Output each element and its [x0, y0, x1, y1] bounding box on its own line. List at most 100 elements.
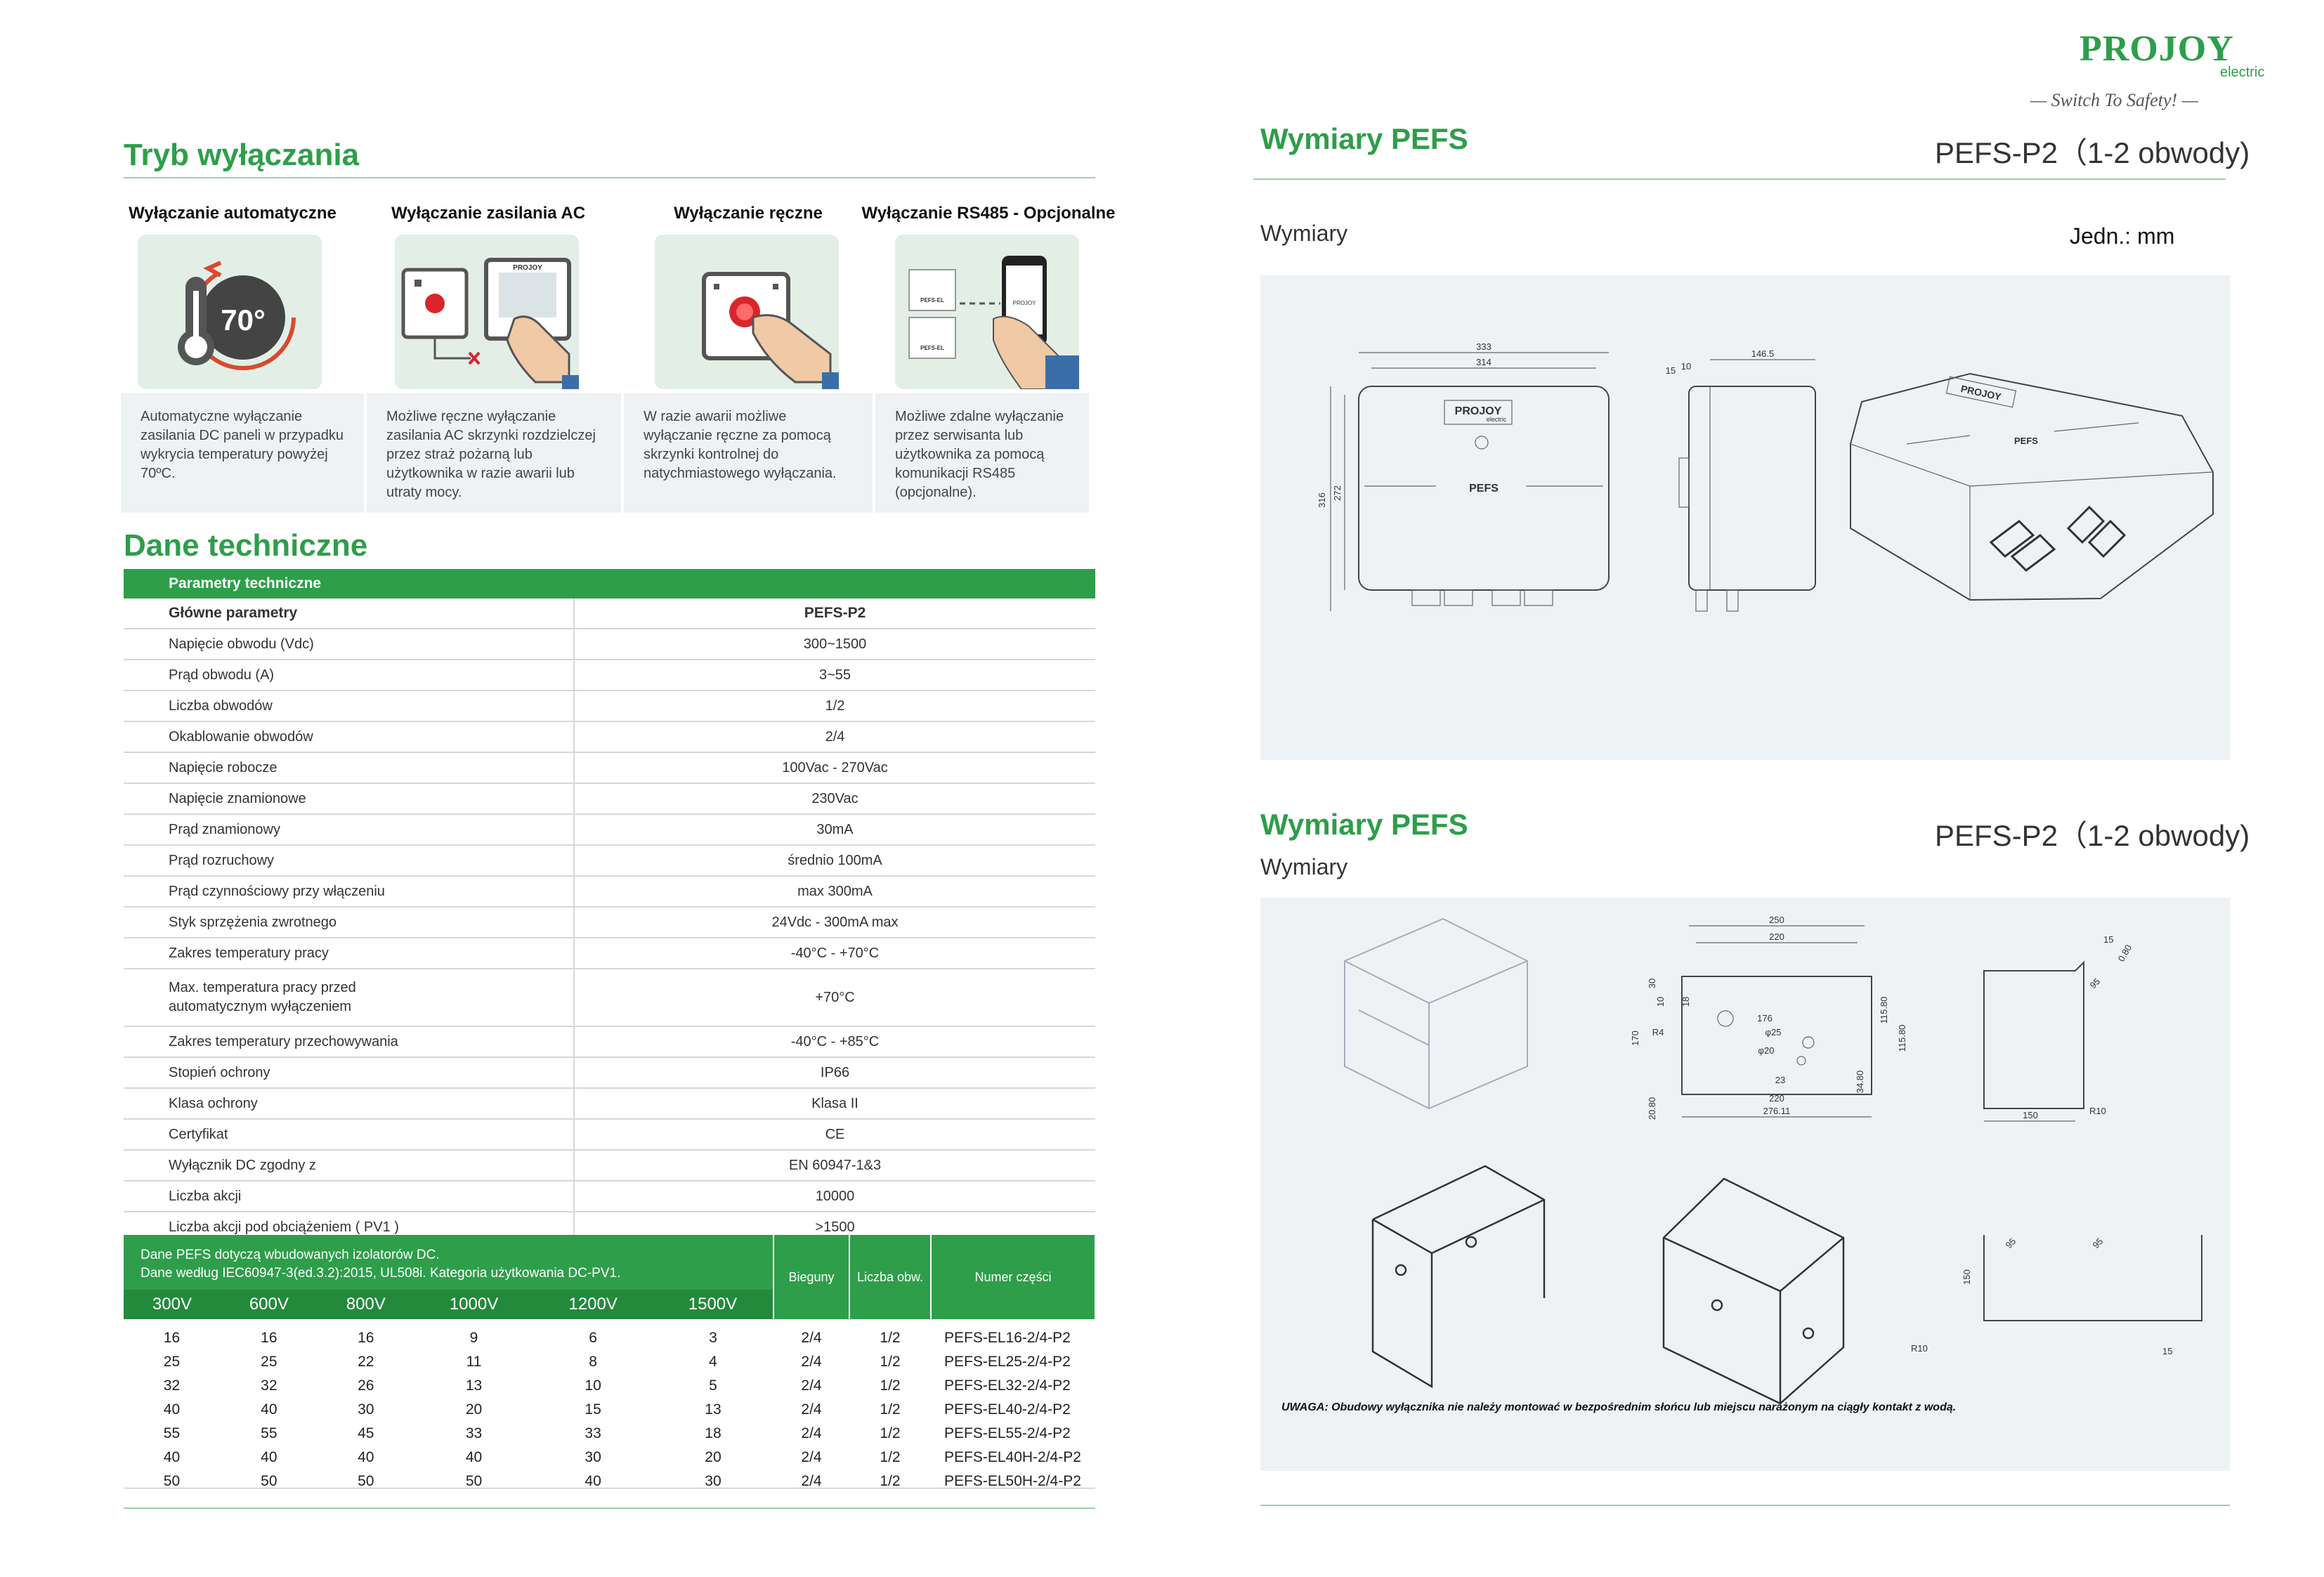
spec-key: Max. temperatura pracy przed automatyczn… [124, 969, 574, 1027]
front-view-outline [1358, 386, 1610, 591]
unit-label: Jedn.: mm [2070, 223, 2175, 249]
spec-value: -40°C - +70°C [573, 938, 1095, 969]
spec-value: średnio 100mA [573, 845, 1095, 877]
parts-cell: 1/2 [849, 1326, 932, 1350]
parts-cell: 20 [652, 1446, 775, 1470]
dim-276-11: 276.11 [1763, 1106, 1791, 1116]
cover-front-view: 250 220 176 30 10 18 R4 φ25 φ20 23 220 2… [1630, 915, 1907, 1120]
spec-value: 1/2 [573, 691, 1095, 722]
spec-key: Styk sprzężenia zwrotnego [124, 907, 574, 938]
spec-key: Okablowanie obwodów [124, 721, 574, 753]
parts-cell: 3 [652, 1326, 775, 1350]
parts-cell: 11 [414, 1350, 535, 1374]
parts-cell: 8 [533, 1350, 653, 1374]
mode-image-rs485: PEFS-EL PEFS-EL PROJOY [895, 235, 1079, 390]
dim-0-80: 0.80 [2116, 943, 2134, 963]
cover-profile-view: 150 95 95 R10 15 [1911, 1235, 2202, 1356]
enclosure-drawing: PROJOY electric PEFS 333 314 316 272 146… [1317, 341, 2214, 612]
parts-cell: 33 [414, 1422, 535, 1446]
dim-220: 220 [1769, 931, 1784, 942]
dim-phi20: φ20 [1758, 1045, 1775, 1056]
mode-title-auto: Wyłączanie automatyczne [129, 204, 337, 223]
brand-sub: electric [2220, 65, 2265, 80]
parts-cell: 32 [124, 1374, 221, 1398]
spec-value: +70°C [573, 969, 1095, 1027]
cover-drawing: 250 220 176 30 10 18 R4 φ25 φ20 23 220 2… [1281, 915, 2202, 1413]
parts-col-liczba: Liczba obw. [849, 1235, 931, 1319]
part-number: PEFS-EL40H-2/4-P2 [930, 1446, 1095, 1470]
table-row: Max. temperatura pracy przed automatyczn… [124, 969, 1095, 1027]
table-row: Zakres temperatury pracy-40°C - +70°C [124, 938, 1095, 969]
spec-key: Prąd obwodu (A) [124, 660, 574, 691]
subtitle-dimensions-bottom: Wymiary [1260, 854, 1348, 879]
parts-cell: 40 [220, 1398, 318, 1422]
dim-23: 23 [1775, 1075, 1785, 1085]
parts-note-row: Dane PEFS dotyczą wbudowanych izolatorów… [124, 1235, 1095, 1319]
parts-cell: 40 [220, 1446, 318, 1470]
hand-button-icon [702, 272, 839, 389]
dim-176: 176 [1757, 1013, 1773, 1023]
part-number: PEFS-EL16-2/4-P2 [930, 1326, 1095, 1350]
spec-key: Napięcie znamionowe [124, 783, 574, 815]
mode-image-manual [655, 235, 839, 389]
dim-115-80: 115.80 [1879, 997, 1889, 1024]
section-title-tech-data: Dane techniczne [124, 528, 368, 563]
model-title-top: PEFS-P2（1-2 obwody) [1935, 136, 2250, 169]
dim-15: 15 [1666, 365, 1676, 376]
table-row: Zakres temperatury przechowywania-40°C -… [124, 1026, 1095, 1058]
parts-col-bieguny: Bieguny [773, 1235, 849, 1319]
dim-95b: 95 [2004, 1236, 2018, 1250]
spec-key: Napięcie obwodu (Vdc) [124, 629, 574, 660]
box-logo-sub: electric [1487, 416, 1507, 423]
section-title-dimensions-top: Wymiary PEFS [1260, 122, 1468, 155]
parts-cell: 55 [124, 1422, 221, 1446]
dim-95c: 95 [2091, 1236, 2106, 1250]
drawing-panel-bottom: 250 220 176 30 10 18 R4 φ25 φ20 23 220 2… [1260, 898, 2230, 1471]
table-row: Prąd obwodu (A)3~55 [124, 660, 1095, 691]
parts-cell: 9 [414, 1326, 535, 1350]
parts-cell: 2/4 [773, 1350, 850, 1374]
cover-side-view: R10 150 95 0.80 15 [1983, 934, 2134, 1122]
parts-table: Dane PEFS dotyczą wbudowanych izolatorów… [124, 1235, 1095, 1493]
iso-logo: PROJOY [1960, 383, 2003, 403]
spec-value: 230Vac [573, 783, 1095, 815]
dim-15: 15 [2103, 934, 2113, 945]
dim-10: 10 [1655, 997, 1666, 1007]
parts-cell: 32 [220, 1374, 318, 1398]
dim-18: 18 [1680, 997, 1691, 1007]
parts-cell: 40 [124, 1446, 221, 1470]
parts-cell: 40 [124, 1398, 221, 1422]
dim-r10b: R10 [1911, 1343, 1928, 1354]
subtitle-dimensions-top: Wymiary [1260, 221, 1348, 246]
page-bottom-rule-right [1260, 1505, 2230, 1506]
spec-key: Prąd znamionowy [124, 814, 574, 846]
parts-cell: 45 [317, 1422, 415, 1446]
spec-key: Stopień ochrony [124, 1057, 574, 1089]
dim-34-80: 34.80 [1855, 1071, 1865, 1094]
dim-170: 170 [1630, 1030, 1640, 1046]
dim-95: 95 [2088, 976, 2103, 990]
mode-image-auto: 70° [138, 235, 322, 389]
parts-cell: 20 [414, 1398, 535, 1422]
model-title-bottom: PEFS-P2（1-2 obwody) [1935, 819, 2250, 852]
parts-cell: 4 [652, 1350, 775, 1374]
parts-cell: 50 [317, 1470, 415, 1493]
table-row: Napięcie obwodu (Vdc)300~1500 [124, 629, 1095, 660]
spec-value: EN 60947-1&3 [573, 1150, 1095, 1182]
parts-cell: 2/4 [773, 1398, 850, 1422]
parts-cell: 33 [533, 1422, 653, 1446]
device-label-2: PEFS-EL [920, 345, 944, 351]
spec-key: Liczba obwodów [124, 691, 574, 722]
parts-cell: 22 [317, 1350, 415, 1374]
temperature-label: 70° [221, 303, 266, 336]
parts-cell: 1/2 [849, 1398, 932, 1422]
